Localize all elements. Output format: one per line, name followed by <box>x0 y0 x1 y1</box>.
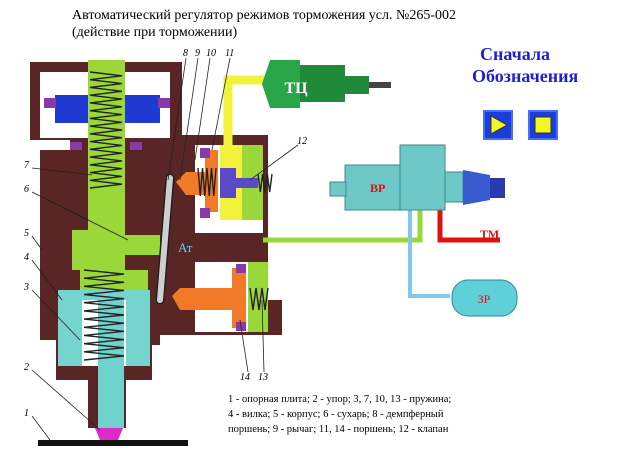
regulator-body <box>30 62 282 428</box>
valve <box>220 168 258 198</box>
reservoir-zr: ЗР <box>451 279 518 317</box>
callout-1: 1 <box>24 408 29 419</box>
tm-label: ТМ <box>480 227 499 241</box>
air-distributor: ВР <box>329 144 505 211</box>
play-button[interactable] <box>483 110 513 140</box>
lower-piston <box>172 268 246 328</box>
pipe-to-br <box>263 200 423 243</box>
callout-5: 5 <box>24 228 29 239</box>
callout-13: 13 <box>258 372 268 383</box>
zr-label: ЗР <box>478 292 491 306</box>
callout-9: 9 <box>195 48 200 59</box>
callout-2: 2 <box>24 362 29 373</box>
top-chamber <box>40 72 170 138</box>
upper-chamber <box>195 145 263 233</box>
spring-13-coil <box>249 287 269 311</box>
diagram-title-line1: Автоматический регулятор режимов торможе… <box>72 8 456 23</box>
nav-legend-link[interactable]: Обозначения <box>472 66 579 86</box>
callout-6: 6 <box>24 184 29 195</box>
legend-line-1: 1 - опорная плита; 2 - упор; 3, 7, 10, 1… <box>228 394 452 405</box>
tc-label: ТЦ <box>284 80 308 97</box>
upper-spring <box>88 70 124 190</box>
callout-14: 14 <box>240 372 250 383</box>
nav-start-link[interactable]: Сначала <box>480 44 551 64</box>
diagram-title-line2: (действие при торможении) <box>72 25 238 40</box>
brake-cylinder: ТЦ <box>262 60 391 108</box>
upper-piston <box>176 150 218 212</box>
spring-12-coil <box>257 173 273 193</box>
stop-button[interactable] <box>528 110 558 140</box>
callout-4: 4 <box>24 252 29 263</box>
spring-10-coil <box>197 167 217 197</box>
legend-line-3: поршень; 9 - рычаг; 11, 14 - поршень; 12… <box>228 424 449 435</box>
pipe-to-zr <box>408 210 450 298</box>
callout-10: 10 <box>206 48 216 59</box>
at-label: Ат <box>178 240 193 255</box>
pipe-to-tc <box>223 75 270 145</box>
vr-label: ВР <box>370 181 385 195</box>
legend-line-2: 4 - вилка; 5 - корпус; 6 - сухарь; 8 - д… <box>228 409 444 420</box>
spring-upper-coil <box>89 71 123 189</box>
spring-lower-coil <box>83 269 125 361</box>
stem <box>72 60 160 340</box>
support-plate <box>38 440 188 446</box>
top-piston <box>55 95 160 123</box>
callout-12: 12 <box>297 136 307 147</box>
square-stop-icon <box>534 116 552 134</box>
stop-block <box>95 428 123 440</box>
lever <box>155 173 175 305</box>
play-triangle-icon <box>490 115 509 135</box>
legend: 1 - опорная плита; 2 - упор; 3, 7, 10, 1… <box>228 392 528 437</box>
callout-7: 7 <box>24 160 30 171</box>
pipe-to-tm <box>437 210 500 243</box>
callout-8: 8 <box>183 48 188 59</box>
fork <box>58 290 150 366</box>
callout-3: 3 <box>23 282 29 293</box>
callout-11: 11 <box>225 48 234 59</box>
